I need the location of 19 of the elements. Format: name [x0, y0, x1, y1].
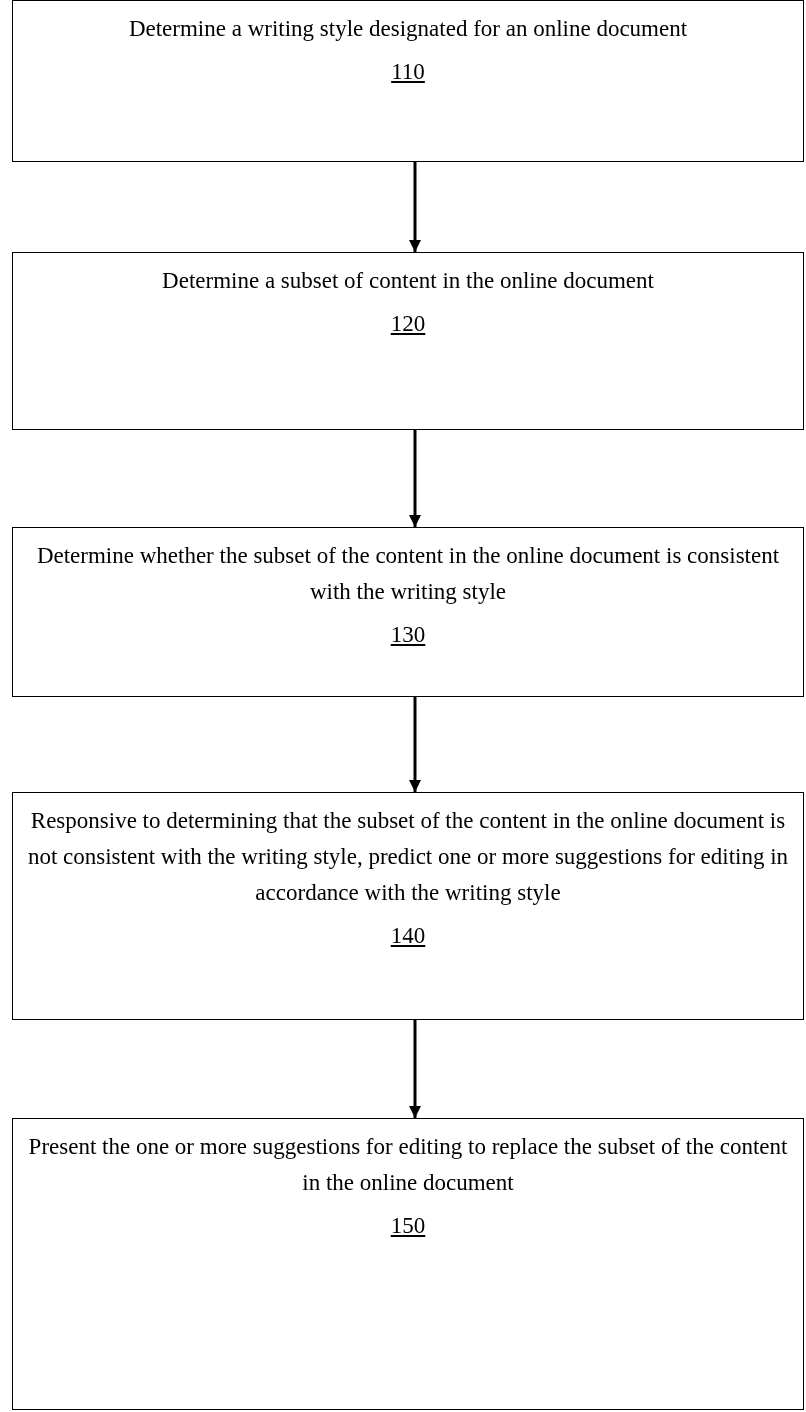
- step-text: Determine whether the subset of the content in the online document is consistent with the writing style: [35, 542, 781, 606]
- step-text: Determine a subset of content in the online document: [162, 267, 654, 295]
- arrow: [409, 1020, 421, 1118]
- process-box: [12, 252, 804, 430]
- process-box: [12, 527, 804, 697]
- arrow: [409, 697, 421, 792]
- step-number: 140: [390, 922, 426, 950]
- step-text: Present the one or more suggestions for editing to replace the subset of the content in the online document: [27, 1133, 789, 1197]
- process-box: [12, 1118, 804, 1410]
- process-box: [12, 0, 804, 162]
- step-number: 130: [390, 621, 426, 649]
- arrow: [409, 162, 421, 252]
- step-number: 110: [391, 58, 425, 86]
- step-text: Determine a writing style designated for an online document: [128, 15, 688, 43]
- step-number: 120: [390, 310, 426, 338]
- arrow: [409, 430, 421, 527]
- process-box: [12, 792, 804, 1020]
- step-text: Responsive to determining that the subset of the content in the online document is not consistent with the writing style, predict one or more suggestions for editing in accordance with the writing style: [27, 807, 789, 907]
- step-number: 150: [390, 1212, 426, 1240]
